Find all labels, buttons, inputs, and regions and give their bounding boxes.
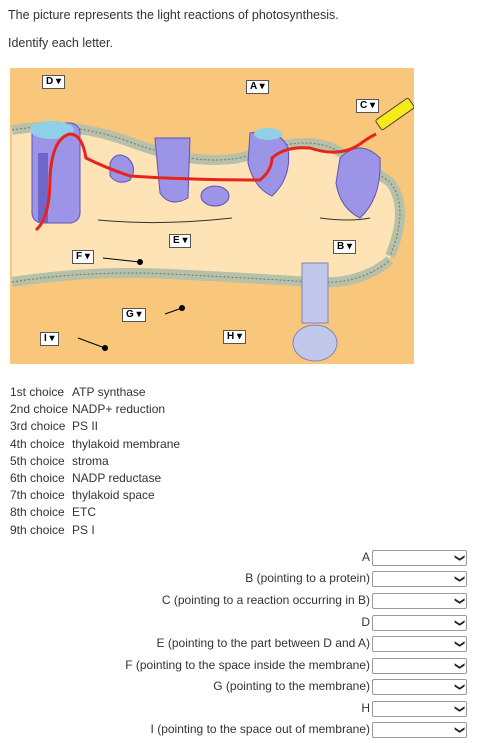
instruction-text: Identify each letter. bbox=[8, 36, 113, 50]
answer-label-g: G (pointing to the membrane) bbox=[213, 679, 370, 693]
chevron-down-icon: ❯ bbox=[453, 574, 465, 584]
diagram-illustration bbox=[10, 68, 415, 364]
chevron-down-icon: ❯ bbox=[453, 682, 465, 692]
chevron-down-icon: ❯ bbox=[453, 553, 465, 563]
answer-label-b: B (pointing to a protein) bbox=[245, 571, 370, 585]
photosynthesis-diagram: D ▾ A ▾ C ▾ E ▾ B ▾ F ▾ G ▾ H ▾ I ▾ bbox=[10, 68, 415, 364]
answer-label-c: C (pointing to a reaction occurring in B… bbox=[161, 593, 370, 607]
label-c-dropdown[interactable]: C ▾ bbox=[356, 99, 380, 113]
question-text: The picture represents the light reactio… bbox=[8, 8, 339, 22]
answer-select-g[interactable]: ❯ bbox=[372, 679, 467, 695]
answer-label-i: I (pointing to the space out of membrane… bbox=[150, 722, 370, 736]
label-h-dropdown[interactable]: H ▾ bbox=[223, 330, 247, 344]
answer-label-d: D bbox=[361, 615, 370, 629]
answer-select-c[interactable]: ❯ bbox=[372, 593, 467, 609]
answer-select-f[interactable]: ❯ bbox=[372, 658, 467, 674]
label-i-dropdown[interactable]: I ▾ bbox=[40, 332, 59, 346]
label-d-dropdown[interactable]: D ▾ bbox=[42, 75, 66, 89]
answer-label-f: F (pointing to the space inside the memb… bbox=[125, 658, 370, 672]
answer-label-h: H bbox=[361, 701, 370, 715]
label-g-dropdown[interactable]: G ▾ bbox=[122, 308, 146, 322]
chevron-down-icon: ❯ bbox=[453, 725, 465, 735]
chevron-down-icon: ❯ bbox=[453, 639, 465, 649]
label-a-dropdown[interactable]: A ▾ bbox=[246, 80, 269, 94]
answer-select-i[interactable]: ❯ bbox=[372, 722, 467, 738]
answer-label-a: A bbox=[361, 550, 370, 564]
chevron-down-icon: ❯ bbox=[453, 596, 465, 606]
chevron-down-icon: ❯ bbox=[453, 704, 465, 714]
label-b-dropdown[interactable]: B ▾ bbox=[333, 240, 357, 254]
answer-label-e: E (pointing to the part between D and A) bbox=[156, 636, 370, 650]
answer-select-b[interactable]: ❯ bbox=[372, 571, 467, 587]
chevron-down-icon: ❯ bbox=[453, 661, 465, 671]
label-e-dropdown[interactable]: E ▾ bbox=[169, 234, 192, 248]
label-f-dropdown[interactable]: F ▾ bbox=[72, 250, 94, 264]
chevron-down-icon: ❯ bbox=[453, 618, 465, 628]
answer-select-d[interactable]: ❯ bbox=[372, 615, 467, 631]
answer-select-h[interactable]: ❯ bbox=[372, 701, 467, 717]
answer-select-e[interactable]: ❯ bbox=[372, 636, 467, 652]
answer-select-a[interactable]: ❯ bbox=[372, 550, 467, 566]
